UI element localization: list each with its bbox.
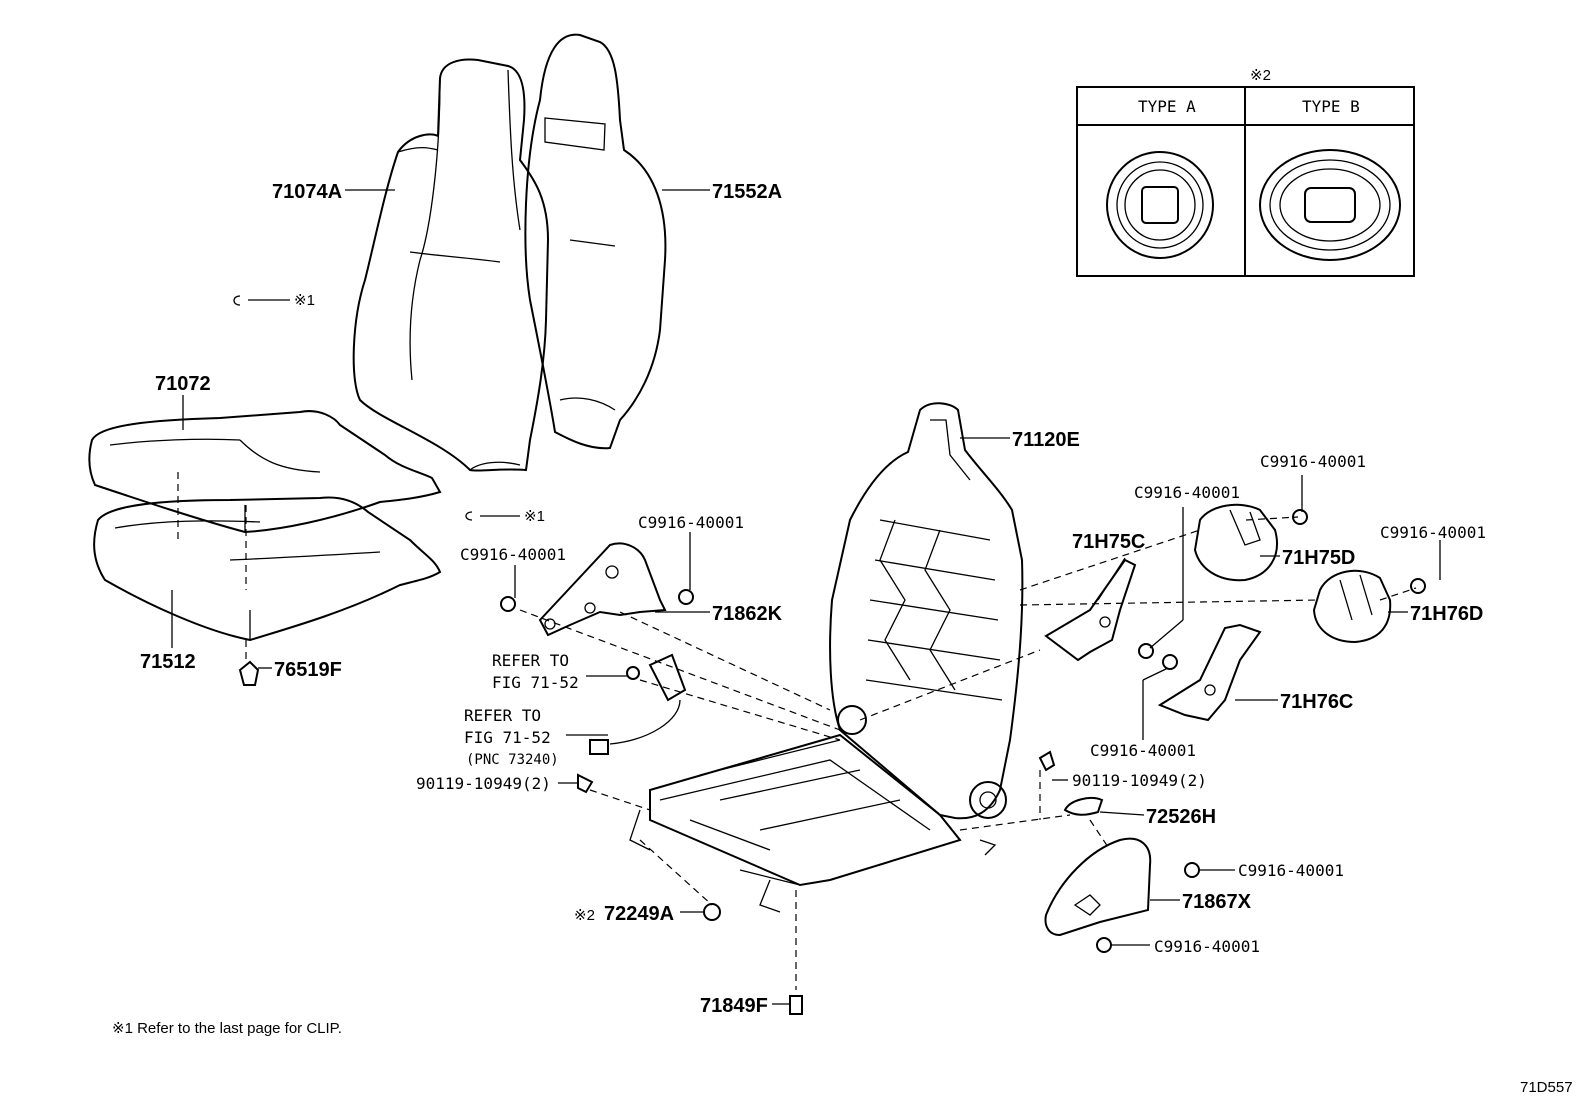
diagram-code: 71D557 bbox=[1520, 1079, 1573, 1096]
label-refer-2-line2: FIG 71-52 bbox=[464, 728, 551, 747]
label-screw-90119-right: 90119-10949(2) bbox=[1072, 771, 1207, 790]
label-inset-mark: ※2 bbox=[1250, 67, 1271, 84]
label-71H76C: 71H76C bbox=[1280, 691, 1353, 713]
seatback-cover-71074A bbox=[352, 58, 550, 472]
label-71H75D: 71H75D bbox=[1282, 547, 1355, 569]
label-bolt-c9916-1: C9916-40001 bbox=[638, 513, 744, 532]
part-labels: 71074A 71552A 71072 71512 76519F 71120E … bbox=[112, 67, 1573, 1096]
label-72249A: 72249A bbox=[604, 903, 674, 925]
label-bolt-c9916-7: C9916-40001 bbox=[1238, 861, 1344, 880]
label-71552A: 71552A bbox=[712, 181, 782, 203]
label-type-b: TYPE B bbox=[1302, 97, 1360, 116]
label-screw-90119-left: 90119-10949(2) bbox=[416, 774, 551, 793]
label-clip-mark-2: ※1 bbox=[524, 508, 545, 525]
hardware-fasteners bbox=[233, 295, 1426, 1015]
label-clip-mark-1: ※1 bbox=[294, 292, 315, 309]
label-71512: 71512 bbox=[140, 651, 196, 673]
leader-lines bbox=[171, 189, 1441, 1005]
cover-71H76C bbox=[1157, 623, 1262, 722]
label-71120E: 71120E bbox=[1012, 429, 1080, 451]
cover-71867X bbox=[1044, 837, 1152, 937]
cover-71H75D bbox=[1193, 503, 1278, 582]
inset-type-box bbox=[1076, 86, 1415, 277]
label-refer-2-line1: REFER TO bbox=[464, 706, 541, 725]
label-71074A: 71074A bbox=[272, 181, 342, 203]
assembly-dashed-lines bbox=[245, 516, 1417, 990]
cover-71H75C bbox=[1044, 558, 1137, 662]
type-b-grommet bbox=[1259, 149, 1401, 261]
label-71H76D: 71H76D bbox=[1410, 603, 1483, 625]
label-bolt-c9916-6: C9916-40001 bbox=[1090, 741, 1196, 760]
label-76519F: 76519F bbox=[274, 659, 342, 681]
label-71H75C: 71H75C bbox=[1072, 531, 1145, 553]
bracket-71862K bbox=[538, 542, 667, 637]
label-72526H: 72526H bbox=[1146, 806, 1216, 828]
label-71072: 71072 bbox=[155, 373, 211, 395]
cushion-pad-71512 bbox=[93, 496, 442, 642]
cover-72526H bbox=[1063, 797, 1104, 816]
cushion-cover-71072 bbox=[88, 410, 442, 590]
label-refer-2-line3: (PNC 73240) bbox=[466, 752, 559, 768]
label-bolt-c9916-5: C9916-40001 bbox=[1380, 523, 1486, 542]
seatback-pad-71552A bbox=[524, 33, 667, 450]
label-bolt-c9916-4: C9916-40001 bbox=[1260, 452, 1366, 471]
label-type-mark-72249A: ※2 bbox=[574, 907, 595, 924]
label-type-a: TYPE A bbox=[1138, 97, 1196, 116]
label-bolt-c9916-3: C9916-40001 bbox=[1134, 483, 1240, 502]
label-refer-1-line2: FIG 71-52 bbox=[492, 673, 579, 692]
label-71849F: 71849F bbox=[700, 995, 768, 1017]
label-bolt-c9916-2: C9916-40001 bbox=[460, 545, 566, 564]
label-71867X: 71867X bbox=[1182, 891, 1252, 913]
cover-71H76D bbox=[1312, 569, 1392, 644]
label-refer-1-line1: REFER TO bbox=[492, 651, 569, 670]
footnote: ※1 Refer to the last page for CLIP. bbox=[112, 1020, 342, 1037]
seat-belt-buckle bbox=[589, 653, 687, 755]
type-a-grommet bbox=[1106, 151, 1214, 259]
label-bolt-c9916-8: C9916-40001 bbox=[1154, 937, 1260, 956]
seat-frame-71120E bbox=[629, 402, 1024, 913]
label-71862K: 71862K bbox=[712, 603, 783, 625]
